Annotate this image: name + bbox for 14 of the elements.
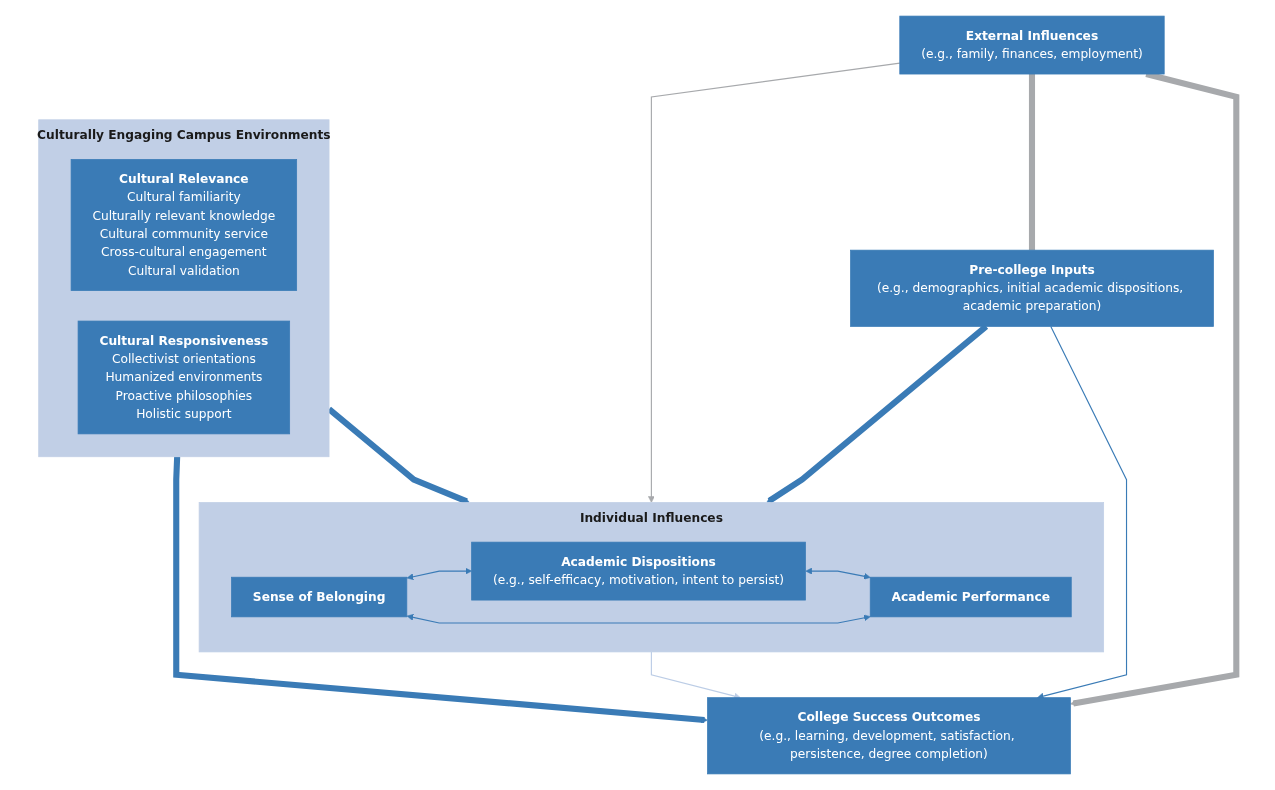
node-box: Academic Dispositions (e.g., self-efficacy, motivation, intent to persist) <box>471 541 806 601</box>
node-box: External Influences (e.g., family, finances, employment) <box>899 15 1165 75</box>
arrow <box>406 567 472 581</box>
arrow <box>648 62 901 503</box>
node-box: Cultural Relevance Cultural familiarity Culturally relevant knowledge Cultural community service Cross-cultural engagement Cultural validation <box>70 159 298 291</box>
arrow <box>406 614 871 624</box>
arrow <box>805 567 871 580</box>
arrow <box>173 456 708 724</box>
node-box: Sense of Belonging <box>231 576 408 618</box>
node-box: Academic Performance <box>869 576 1072 618</box>
node-box: Cultural Responsiveness Collectivist orientations Humanized environments Proactive philosophies Holistic support <box>77 320 291 435</box>
connector <box>1028 74 1036 251</box>
node-box: College Success Outcomes (e.g., learning, development, satisfaction, persistence, degree completion) <box>707 697 1071 775</box>
node-box: Pre-college Inputs (e.g., demographics, initial academic dispositions, academic preparation) <box>850 249 1214 327</box>
